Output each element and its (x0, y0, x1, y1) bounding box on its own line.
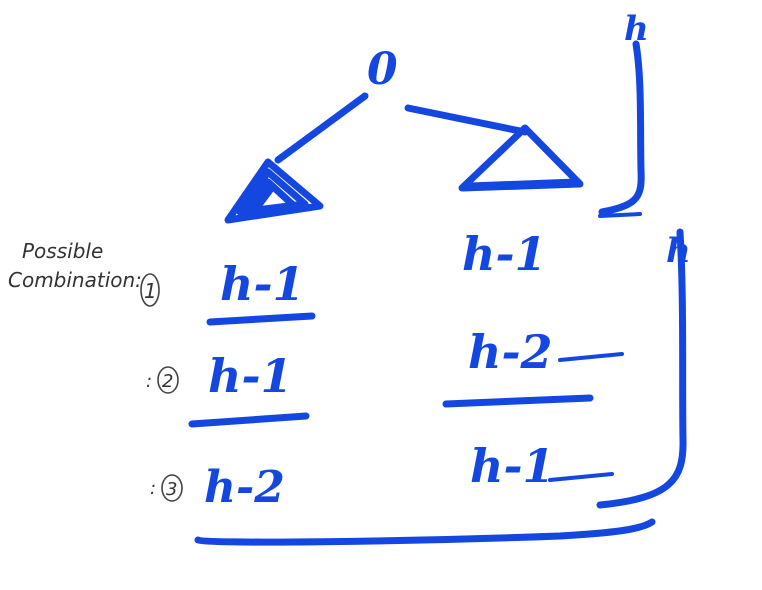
combination-number: 2 (162, 371, 173, 392)
right-tail-stroke (548, 472, 614, 482)
combination-height-label: h (666, 231, 691, 271)
right-tail-stroke (558, 352, 624, 362)
combination-number-colon: : (150, 478, 156, 499)
combination-number: 1 (144, 279, 157, 303)
left-edge (274, 92, 369, 164)
row-underline (206, 312, 316, 326)
combination-number-circle (140, 273, 160, 307)
right-edge (404, 104, 529, 136)
bottom-bracket-line (194, 518, 656, 546)
combination-right-height: h-2 (468, 325, 553, 379)
left-subtree-triangle (224, 158, 324, 224)
combination-row-3: : 3 h-2 h-1 (150, 439, 614, 513)
side-note-line2: Combination: (8, 268, 142, 292)
combination-right-height: h-1 (462, 227, 547, 281)
root-node-label: 0 (367, 44, 398, 95)
tree-height-label: h (624, 9, 649, 49)
combination-height-bracket: h (596, 228, 691, 509)
combination-left-height: h-1 (220, 257, 305, 311)
side-note: Possible Combination: (8, 239, 142, 292)
combination-row-1: 1 h-1 h-1 (140, 227, 547, 326)
row-underline-left (188, 412, 310, 428)
combination-number-circle (157, 366, 179, 394)
combination-row-2: : 2 h-1 h-2 (146, 325, 624, 428)
tree-root: 0 (274, 44, 529, 164)
row-underline-right (442, 394, 594, 408)
combination-number-colon: : (146, 371, 152, 392)
combination-right-height: h-1 (470, 439, 555, 493)
side-note-line1: Possible (22, 239, 103, 263)
tree-height-bracket: h (598, 9, 649, 218)
combination-left-height: h-1 (208, 349, 293, 403)
combination-number-circle (161, 474, 183, 502)
combination-number: 3 (166, 479, 177, 500)
right-subtree-triangle (458, 124, 584, 192)
combination-left-height: h-2 (204, 462, 285, 513)
